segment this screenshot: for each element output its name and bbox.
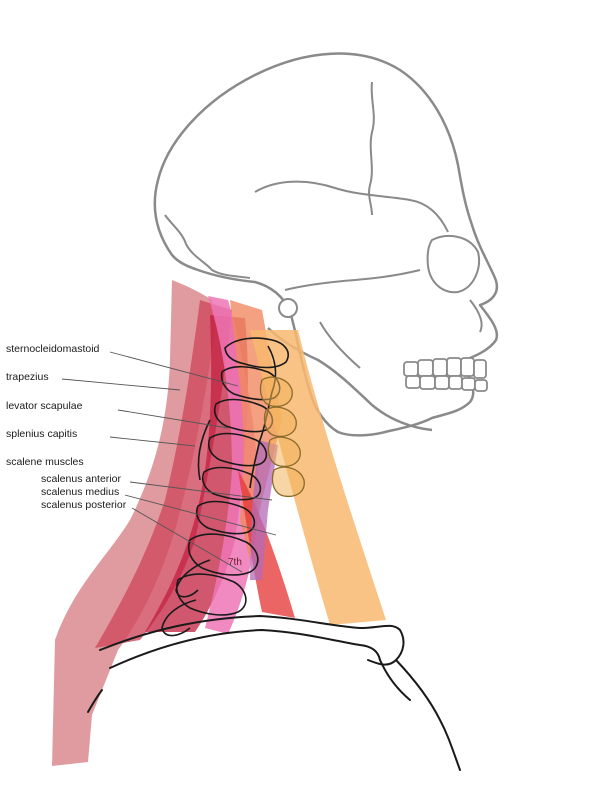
upper-tooth	[460, 357, 475, 377]
label-levator-scapulae: levator scapulae	[6, 400, 83, 412]
vertebra-c4	[207, 432, 268, 467]
leader-scalenus-medius	[124, 494, 277, 536]
leader-lines	[61, 351, 277, 573]
lower-tooth	[419, 375, 436, 390]
temporal-line	[254, 180, 449, 233]
chest-outline	[395, 659, 461, 771]
vertebra-7th-label: 7th	[228, 557, 242, 568]
leader-scalenus-posterior	[131, 507, 243, 573]
shoulder	[87, 615, 461, 771]
lower-tooth	[448, 375, 463, 390]
upper-tooth	[432, 358, 448, 377]
vertebral-body	[259, 376, 293, 408]
vertebral-body	[263, 406, 297, 438]
orbit	[426, 235, 480, 294]
lower-tooth	[434, 375, 450, 390]
skull	[153, 52, 499, 437]
scalenus-posterior-muscle	[250, 440, 278, 580]
vertebral-bodies	[259, 376, 305, 498]
upper-tooth	[403, 361, 419, 377]
label-scalenus-posterior: scalenus posterior	[41, 499, 127, 511]
leader-scalenus-anterior	[129, 481, 273, 501]
upper-tooth	[473, 359, 487, 379]
label-scalenus-medius: scalenus medius	[41, 486, 119, 498]
upper-tooth	[417, 359, 434, 377]
splenius-capitis-muscle	[95, 300, 232, 648]
ear-canal	[278, 298, 298, 318]
clavicle-lower	[109, 629, 381, 669]
label-trapezius: trapezius	[6, 371, 49, 383]
leader-levator-scapulae	[117, 409, 229, 429]
trapezius-muscle	[52, 280, 215, 766]
skull-outline	[153, 52, 499, 437]
vertebra-c6	[195, 500, 256, 535]
cervical-spine	[161, 337, 289, 637]
neck-front-outline	[379, 659, 411, 701]
rib-first	[161, 599, 197, 637]
lower-tooth	[461, 377, 476, 391]
shoulder-outline	[87, 689, 103, 713]
vertebra-c3	[213, 398, 274, 433]
vertebra-c7	[187, 533, 259, 576]
label-scalene-muscles: scalene muscles	[6, 456, 84, 468]
teeth	[403, 357, 488, 392]
leader-trapezius	[61, 378, 181, 391]
label-splenius-capitis: splenius capitis	[6, 428, 77, 440]
nasal-opening	[469, 299, 483, 333]
labels: sternocleidomastoid trapezius levator sc…	[6, 343, 127, 511]
vertebra-t1	[175, 573, 247, 616]
lower-tooth	[405, 375, 421, 389]
mandible-ramus	[319, 321, 361, 369]
leader-sternocleidomastoid	[109, 351, 239, 387]
label-sternocleidomastoid: sternocleidomastoid	[6, 343, 100, 355]
atlas	[224, 337, 289, 369]
vertebral-body	[271, 466, 305, 498]
rib-second	[175, 559, 211, 598]
lower-tooth	[474, 379, 488, 392]
coronal-suture	[368, 81, 375, 216]
label-scalenus-anterior: scalenus anterior	[41, 473, 121, 485]
lambdoid-suture	[164, 214, 251, 279]
upper-tooth	[446, 357, 462, 377]
leader-splenius-capitis	[109, 436, 196, 447]
scalenus-medius-muscle	[238, 470, 295, 618]
zygomatic-arch	[284, 269, 421, 291]
vertebral-body	[267, 436, 301, 468]
